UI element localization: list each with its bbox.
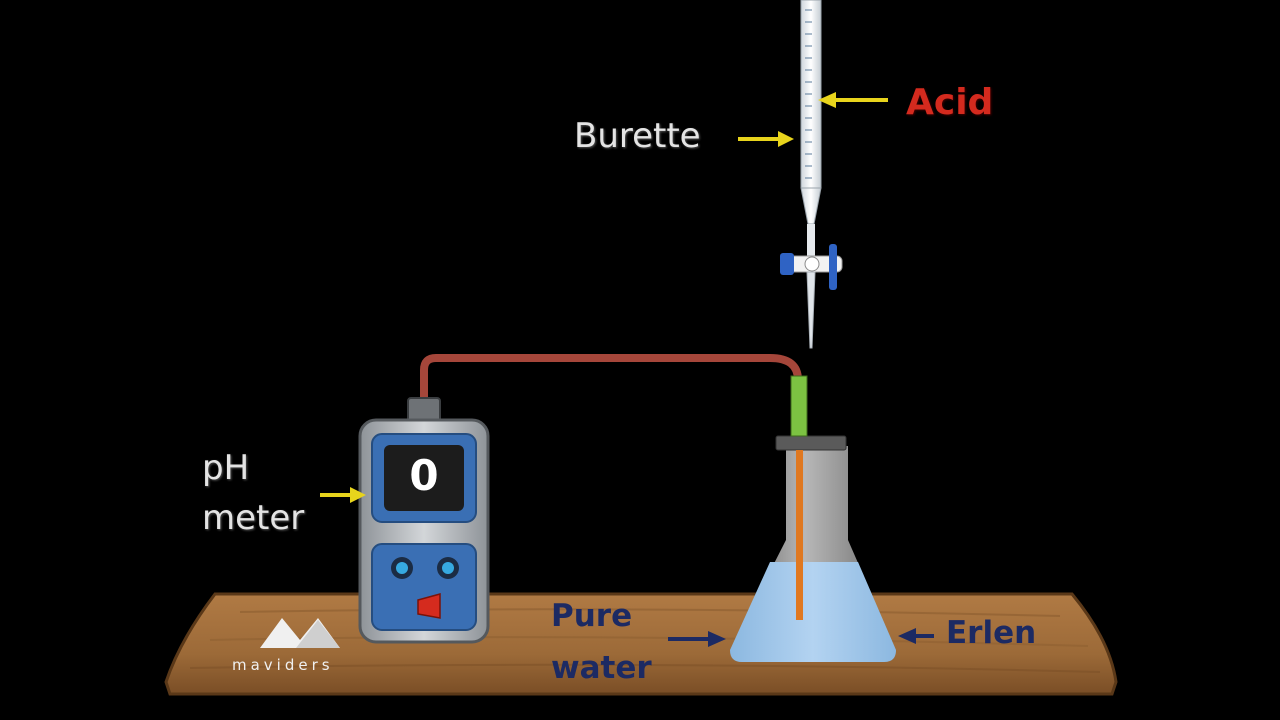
ph-meter-label-line1: pH xyxy=(202,448,250,488)
pure-water-liquid xyxy=(730,562,896,662)
maviders-logo-text: maviders xyxy=(232,656,334,674)
erlen-pointer-arrow xyxy=(898,628,934,644)
burette-label: Burette xyxy=(574,116,701,156)
pure-water-pointer-arrow xyxy=(668,631,726,647)
ph-display-value: 0 xyxy=(409,451,439,500)
erlen-label: Erlen xyxy=(946,615,1037,651)
burette-pointer-arrow xyxy=(738,131,794,147)
electrode-top xyxy=(790,375,808,437)
ph-meter-label-line2: meter xyxy=(202,498,305,538)
ph-meter-pointer-arrow xyxy=(320,487,366,503)
stopcock-valve[interactable] xyxy=(780,244,843,290)
acid-pointer-arrow xyxy=(818,92,888,108)
pure-water-label-line1: Pure xyxy=(551,598,633,634)
burette xyxy=(780,0,843,349)
maviders-logo-mark xyxy=(260,618,340,648)
erlenmeyer-flask xyxy=(730,375,896,662)
meter-power-switch xyxy=(417,593,441,619)
ph-meter xyxy=(358,397,490,644)
meter-knob-left xyxy=(391,557,413,579)
electrode-cable xyxy=(420,354,802,402)
electrode-probe xyxy=(796,450,803,620)
acid-label: Acid xyxy=(906,82,994,123)
meter-knob-right xyxy=(437,557,459,579)
pure-water-label-line2: water xyxy=(551,650,652,686)
